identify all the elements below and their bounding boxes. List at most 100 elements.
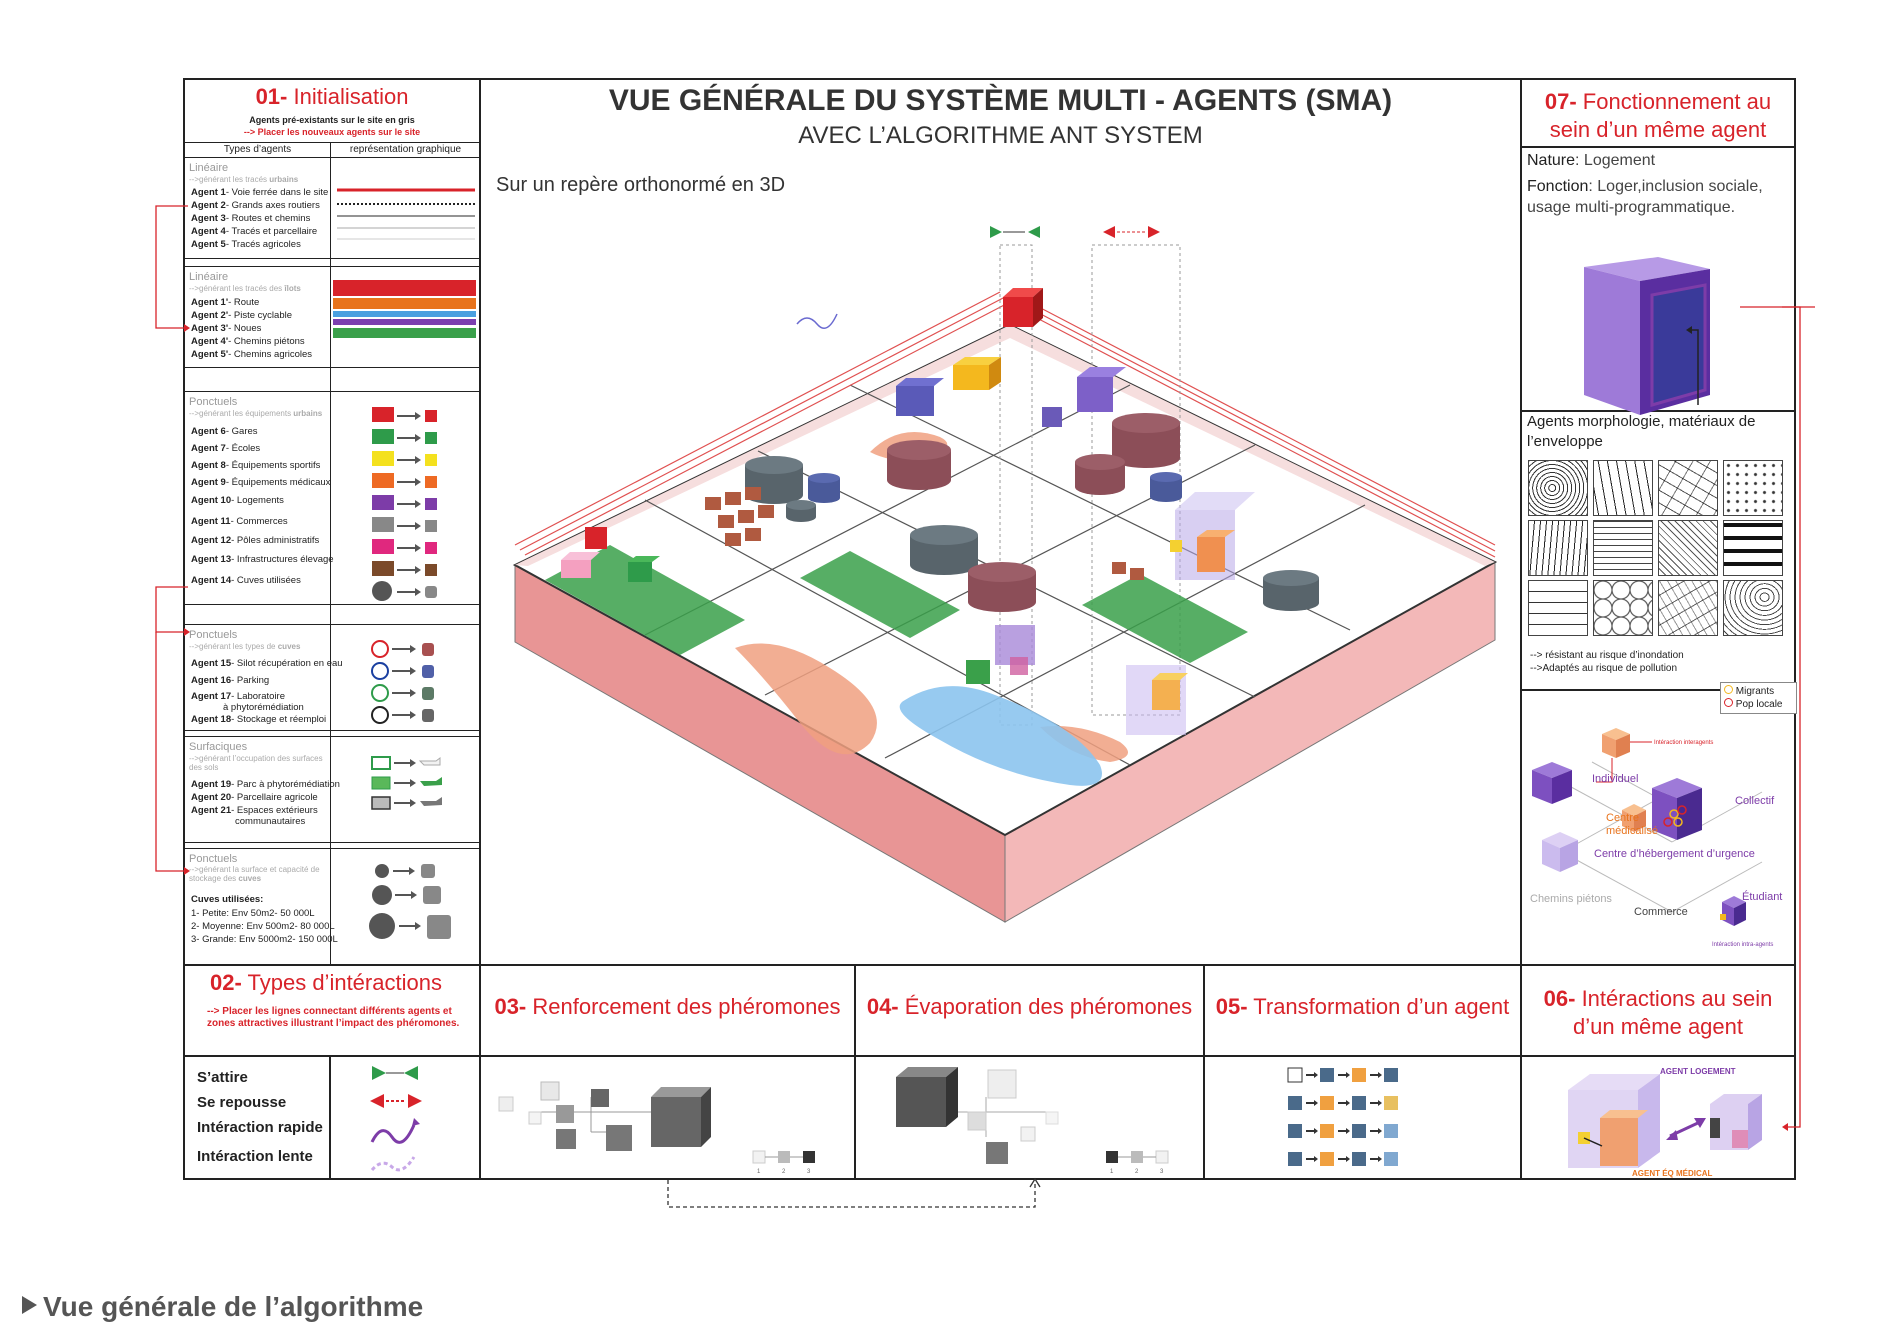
item-attire: S’attire [197,1069,248,1086]
surface-swatches [371,756,442,810]
divider-s02-inner [329,1055,331,1180]
legend-pop-locale: Pop locale [1724,698,1782,710]
swatch-gares [372,407,394,422]
fonction-label: Fonction [1527,178,1589,195]
label-centre-hebergement: Centre d’hébergement d’urgence [1594,848,1755,860]
repel-legend-icon [370,1094,422,1108]
agent-12: Agent 12- Pôles administratifs [191,535,319,546]
agent-14: Agent 14- Cuves utilisées [191,575,301,586]
agent-4: Agent 4- Tracés et parcellaire [191,226,317,237]
swatch-sport [372,451,394,466]
s06-title: 06- Intéractions au sein d’un même agent [1522,985,1794,1041]
group-sub: -->générant les tracés urbains [189,175,298,184]
s01-col1: Types d’agents [223,144,292,155]
s03-step-1: 1 [757,1169,761,1175]
agent-id: Agent 3' [191,323,229,334]
agent-name: - Laboratoire [231,691,285,702]
arrow-cubes [397,410,437,598]
play-triangle-icon [22,1296,37,1314]
swatch-commerces [372,517,394,532]
s04-title: 04- Évaporation des phéromones [856,994,1203,1020]
fonction-value-2: usage multi-programmatique. [1527,199,1736,216]
agent-id: Agent 5 [191,239,226,250]
agent-20: Agent 20- Parcellaire agricole [191,792,318,803]
s02-title: 02- Types d’intéractions [210,970,442,996]
morpho-l1: Agents morphologie, matériaux de [1527,413,1756,430]
band-noues [333,311,476,317]
group-sub: -->générant les types de cuves [189,642,300,651]
item-repousse: Se repousse [197,1094,287,1111]
item-lente: Intéraction lente [197,1148,313,1165]
canvas-caption: Sur un repère orthonormé en 3D [496,174,786,196]
texture-speckle [1723,460,1783,516]
agent-id: Agent 8 [191,460,226,471]
agent-6: Agent 6- Gares [191,426,258,437]
cylinders [745,413,1319,612]
agent-name: - Grands axes routiers [225,200,320,211]
s02-number: 02- [210,970,242,995]
label-individuel: Individuel [1592,773,1639,785]
s01-number: 01- [255,84,288,109]
agent-9: Agent 9- Équipements médicaux [191,477,330,488]
agent-7: Agent 7- Écoles [191,443,260,454]
s01-title: 01- Initialisation [185,84,479,110]
s06-intra-agent-diagram: AGENT LOGEMENT AGENT ÉQ MÉDICAL [1568,1067,1762,1178]
inter-bottom-label: Intéraction intra-agents [1712,942,1773,948]
s01-panel: 01- Initialisation Agents pré-existants … [185,80,479,964]
group-label: Ponctuels [189,396,238,408]
agent-id: Agent 5' [191,349,229,360]
s01-col-header: Types d’agents représentation graphique [185,142,479,158]
nature-value: : Logement [1575,152,1656,169]
swatch-admin [372,539,394,554]
texture-bricks [1528,580,1588,636]
group-lineaire-ilots: Linéaire -->générant les tracés des îlot… [185,266,479,368]
agent-1: Agent 1- Voie ferrée dans le site [191,187,328,198]
agent-logement-label: AGENT LOGEMENT [1660,1067,1736,1076]
s07-legend: Migrants Pop locale [1720,682,1797,714]
s04-pheromone-evaporation: 1 2 3 [896,1067,1169,1175]
agent-name: - Tracés agricoles [225,239,301,250]
s04-step-3: 3 [1160,1169,1164,1175]
label-collectif: Collectif [1735,795,1775,807]
agent-id: Agent 10 [191,495,232,506]
agent-8: Agent 8- Équipements sportifs [191,460,320,471]
legend-pop-label: Pop locale [1735,699,1783,710]
s01-title-text: Initialisation [293,84,409,109]
agent-3: Agent 3- Routes et chemins [191,213,310,224]
group-sub: -->générant l’occupation des surfaces de… [189,754,323,772]
agent-17-line2: à phytorémédiation [223,702,304,713]
agent-id: Agent 18 [191,714,232,725]
s01-col-divider [330,142,331,964]
agent-16: Agent 16- Parking [191,675,269,686]
s02-note: --> Placer les lignes connectant différe… [207,1006,460,1029]
group-label: Ponctuels [189,853,238,865]
swatch-medical [372,473,394,488]
divider-s04-s05 [1203,964,1205,1180]
agent-1p: Agent 1'- Route [191,297,259,308]
agent-19: Agent 19- Parc à phytorémédiation [191,779,340,790]
agent-21-line2: communautaires [235,816,306,827]
group-sub-bold: cuves [238,874,262,883]
s01-note1: Agents pré-existants sur le site en gris [249,115,415,125]
agent-name: - Parcellaire agricole [231,792,318,803]
agent-11: Agent 11- Commerces [191,516,288,527]
cuve-sizes [369,864,451,939]
agent-id: Agent 4 [191,226,226,237]
divider-s07-c [1520,689,1796,691]
agent-name: - Équipements sportifs [225,460,321,471]
group-sub-prefix: -->générant les tracés [189,175,268,184]
divider-s07-b [1520,410,1796,412]
agent-18: Agent 18- Stockage et réemploi [191,714,326,725]
agent-id: Agent 17 [191,691,232,702]
agent-id: Agent 2 [191,200,226,211]
footer-caption-text: Vue générale de l’algorithme [43,1291,424,1322]
agent-name: - Écoles [225,443,261,454]
texture-bark [1593,460,1653,516]
footer-caption: Vue générale de l’algorithme [22,1291,423,1323]
agent-name: - Piste cyclable [228,310,292,321]
s03-title: 03- Renforcement des phéromones [481,994,854,1020]
texture-wood-grain [1528,520,1588,576]
logement-cube [1584,257,1815,415]
agent-name: - Gares [225,426,258,437]
texture-cracks [1658,460,1718,516]
